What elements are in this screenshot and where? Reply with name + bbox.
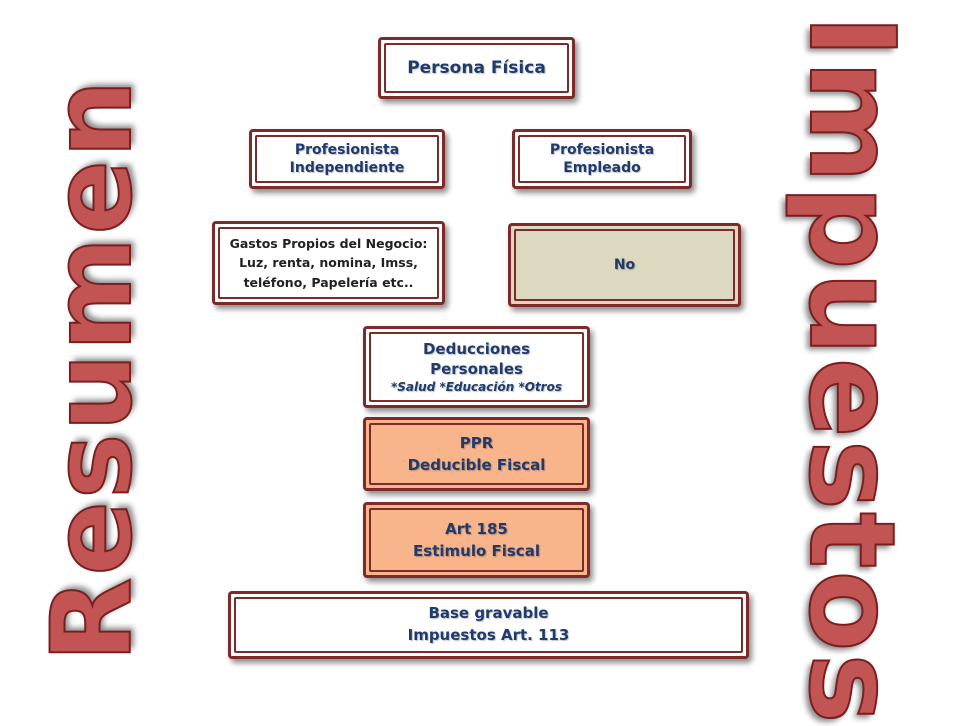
prof-independiente-line1: Profesionista (294, 141, 400, 158)
base-gravable-box: Base gravable Impuestos Art. 113 (228, 591, 749, 659)
prof-empleado-line1: Profesionista (549, 141, 655, 158)
no-label: No (613, 256, 636, 273)
deducciones-line3: *Salud *Educación *Otros (391, 380, 562, 395)
gastos-line3: teléfono, Papelería etc.. (243, 274, 414, 290)
prof-independiente-line2: Independiente (289, 160, 405, 176)
base-line1: Base gravable (428, 604, 549, 623)
resumen-title: Resumen (27, 77, 157, 664)
prof-empleado-line2: Empleado (563, 160, 641, 176)
deducciones-line1: Deducciones (422, 339, 531, 358)
no-box: No (508, 223, 741, 307)
deducciones-box: Deducciones Personales *Salud *Educación… (363, 326, 590, 408)
ppr-line1: PPR (459, 433, 494, 452)
art185-box: Art 185 Estimulo Fiscal (363, 502, 590, 578)
art185-line2: Estimulo Fiscal (413, 542, 540, 560)
ppr-line2: Deducible Fiscal (407, 456, 546, 474)
base-line2: Impuestos Art. 113 (407, 626, 570, 644)
impuestos-title: Impuestos (782, 13, 922, 726)
profesionista-independiente-box: Profesionista Independiente (249, 129, 445, 189)
persona-fisica-box: Persona Física (378, 37, 575, 99)
art185-line1: Art 185 (445, 519, 508, 538)
gastos-line2: Luz, renta, nomina, Imss, (239, 255, 418, 271)
persona-fisica-label: Persona Física (407, 57, 546, 78)
gastos-line1: Gastos Propios del Negocio: (229, 235, 428, 251)
deducciones-line2: Personales (430, 359, 523, 378)
ppr-box: PPR Deducible Fiscal (363, 417, 590, 491)
profesionista-empleado-box: Profesionista Empleado (512, 129, 692, 189)
gastos-box: Gastos Propios del Negocio: Luz, renta, … (212, 221, 445, 305)
